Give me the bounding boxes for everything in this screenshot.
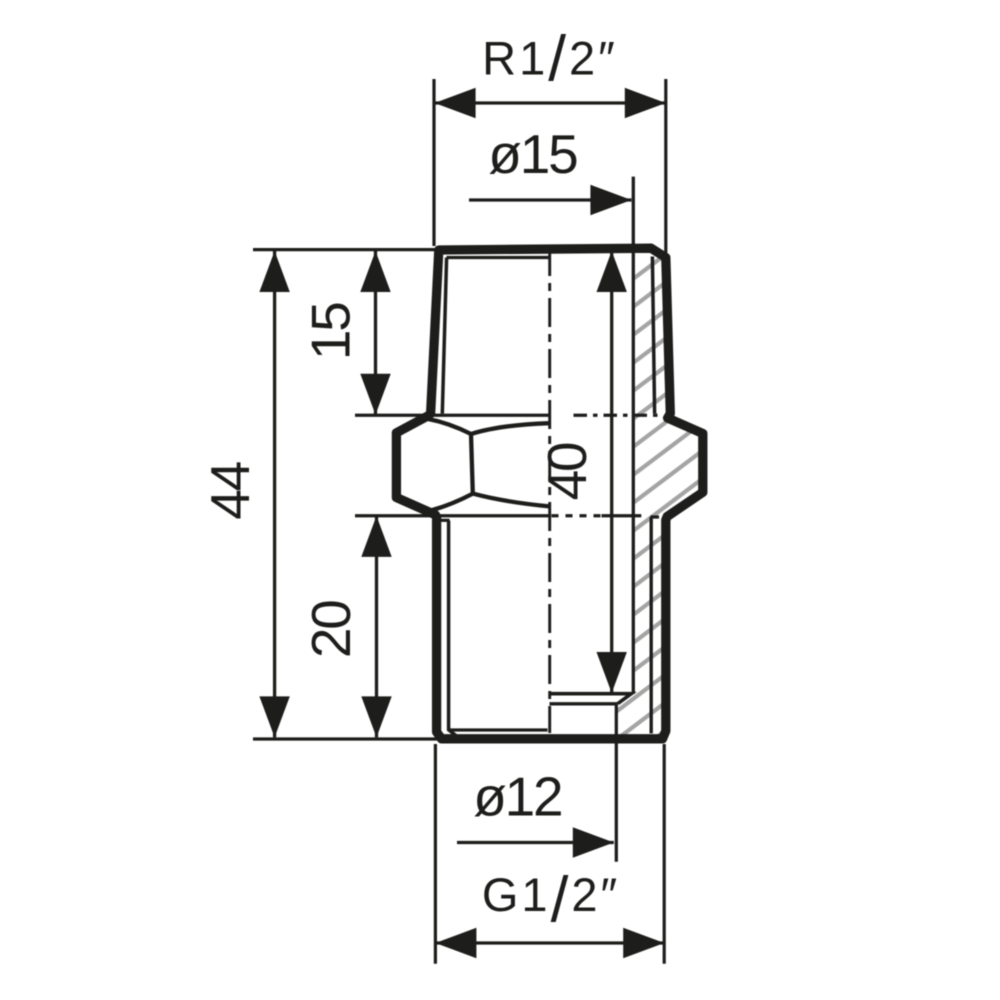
svg-text:ø12: ø12 [473, 766, 561, 828]
svg-text:20: 20 [300, 601, 362, 658]
svg-text:44: 44 [199, 462, 261, 519]
svg-text:15: 15 [299, 303, 361, 360]
svg-text:ø15: ø15 [488, 123, 577, 185]
svg-text:40: 40 [536, 443, 598, 500]
svg-text:R1/2″: R1/2″ [482, 22, 618, 94]
